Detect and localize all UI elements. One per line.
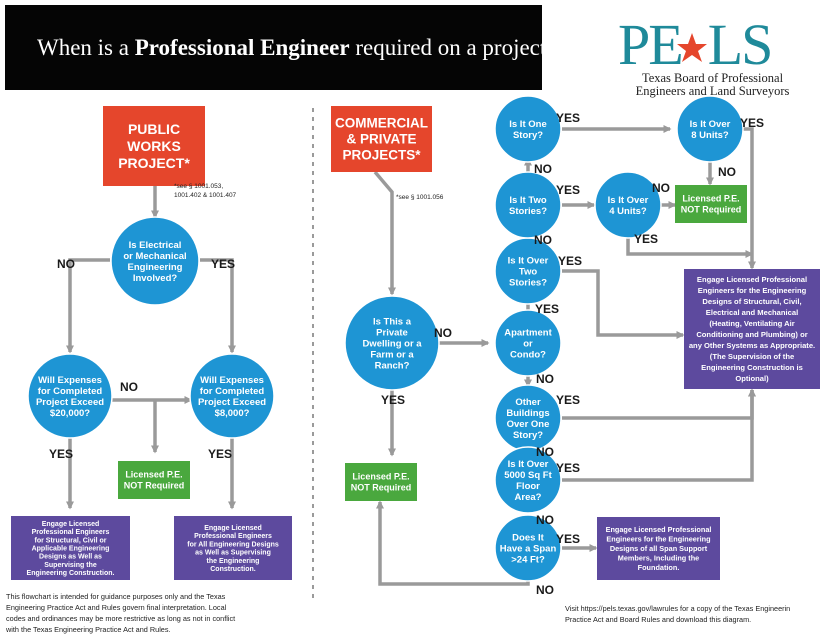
arrow-elec-no [66, 258, 110, 354]
label-overtwo-yes: YES [558, 254, 582, 268]
licensed-pe-not-required-bottom-text: Licensed P.E.NOT Required [351, 472, 412, 493]
logo-caption: Texas Board of Professional Engineers an… [600, 72, 825, 98]
label-two-yes: YES [556, 183, 580, 197]
logo-caption-line-2: Engineers and Land Surveyors [635, 84, 790, 98]
label-apt-yes: YES [535, 302, 559, 316]
label-over8-no: NO [718, 165, 736, 179]
title-pre: When is a [37, 35, 135, 60]
footer-disclaimer-line: This flowchart is intended for guidance … [6, 592, 226, 601]
label-other-yes: YES [556, 393, 580, 407]
label-elec-yes: YES [211, 257, 235, 271]
arrow-elec-yes [200, 258, 236, 354]
public-statute-note: *see § 1001.053,1001.402 & 1001.407 [174, 183, 237, 199]
licensed-pe-not-required-public-text: Licensed P.E.NOT Required [124, 470, 185, 491]
label-private-no: NO [434, 326, 452, 340]
logo-caption-line-1: Texas Board of Professional [641, 71, 784, 85]
title-post: required on a project? [349, 35, 557, 60]
footer-link-line: Practice Act and Board Rules and downloa… [565, 615, 751, 624]
licensed-pe-not-required-bottom: Licensed P.E.NOT Required [345, 463, 417, 501]
footer-disclaimer-line: with the Texas Engineering Practice Act … [5, 625, 171, 634]
footer-disclaimer-line: Engineering Practice Act and Rules gover… [6, 603, 227, 612]
label-apt-no: NO [536, 372, 554, 386]
arrow-overtwo-yes [562, 269, 685, 339]
logo-ls: LS [707, 12, 774, 77]
arrow-over8-yes [740, 127, 756, 270]
label-elec-no: NO [57, 257, 75, 271]
licensed-pe-not-required-top: Licensed P.E.NOT Required [675, 185, 747, 223]
arrow-5000-yes [562, 388, 756, 482]
label-8k-yes: YES [208, 447, 232, 461]
footer-disclaimer-line: codes and ordinances may be more restric… [6, 614, 235, 623]
arrow-other-yes [562, 388, 756, 420]
licensed-pe-not-required-top-text: Licensed P.E.NOT Required [681, 194, 742, 215]
texas-star-icon [677, 33, 707, 62]
label-20k-yes: YES [49, 447, 73, 461]
label-over4-yes: YES [634, 232, 658, 246]
commercial-statute-note: *see § 1001.056 [396, 194, 444, 201]
label-5000-no: NO [536, 513, 554, 527]
title-banner: When is a Professional Engineer required… [5, 5, 557, 90]
label-5000-yes: YES [556, 461, 580, 475]
title-bold: Professional Engineer [134, 35, 350, 60]
label-span-no: NO [536, 583, 554, 597]
licensed-pe-not-required-public: Licensed P.E.NOT Required [118, 461, 190, 499]
arrow-over4-yes [626, 236, 754, 258]
footer-link-line: Visit https://pels.texas.gov/lawrules fo… [565, 604, 790, 613]
label-over4-no: NO [652, 181, 670, 195]
arrow-commercial-to-private [373, 170, 396, 296]
label-over8-yes: YES [740, 116, 764, 130]
logo-pe: PE [618, 12, 684, 77]
label-span-yes: YES [556, 532, 580, 546]
label-two-no: NO [534, 233, 552, 247]
label-one-no: NO [534, 162, 552, 176]
label-private-yes: YES [381, 393, 405, 407]
label-one-yes: YES [556, 111, 580, 125]
label-expense-no: NO [120, 380, 138, 394]
label-other-no: NO [536, 445, 554, 459]
page-title: When is a Professional Engineer required… [37, 35, 557, 61]
